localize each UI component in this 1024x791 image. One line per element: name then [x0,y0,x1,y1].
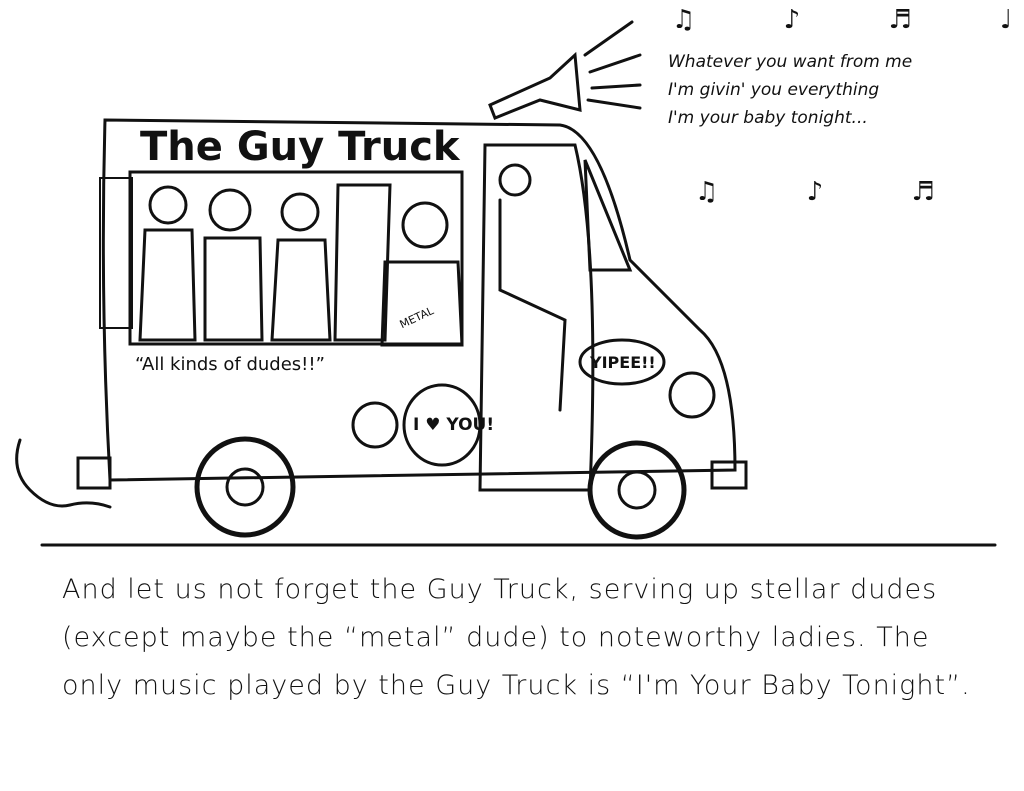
front-bumper [710,460,748,490]
exhaust-smoke [15,438,112,509]
driver [498,163,532,197]
woman-bystander [668,371,716,419]
side-slogan: “All kinds of dudes!!” [135,354,325,375]
song-lyrics: Whatever you want from me I'm givin' you… [668,48,912,132]
love-speech-text: I ♥ YOU! [413,415,494,435]
yipee-speech-text: YIPEE!! [589,353,656,372]
lyric-line: I'm givin' you everything [668,80,880,100]
truck-body [101,118,737,482]
man-bystander [351,401,399,449]
lyric-line: Whatever you want from me [668,52,913,72]
music-notes-top: ♫ ♪ ♬ ♩ [672,5,1024,35]
dudes-group [138,183,464,347]
front-hub [617,470,657,510]
truck-door [478,143,595,492]
front-wheel [587,440,687,540]
speech-bubble-love [402,383,482,467]
lyric-line: I'm your baby tonight... [668,108,868,128]
rear-bumper [76,456,112,490]
comic-caption: And let us not forget the Guy Truck, ser… [62,574,971,701]
windshield [583,159,633,272]
megaphone [488,51,582,120]
side-window [128,170,464,346]
hatch-left [99,177,133,329]
speech-bubble-yipee [578,338,666,386]
rear-wheel [194,436,296,538]
music-notes-bottom: ♫ ♪ ♬ ♩ [695,177,1024,207]
metal-shirt-text: METAL [398,304,437,331]
rear-hub [225,467,265,507]
truck-title: The Guy Truck [140,124,461,170]
